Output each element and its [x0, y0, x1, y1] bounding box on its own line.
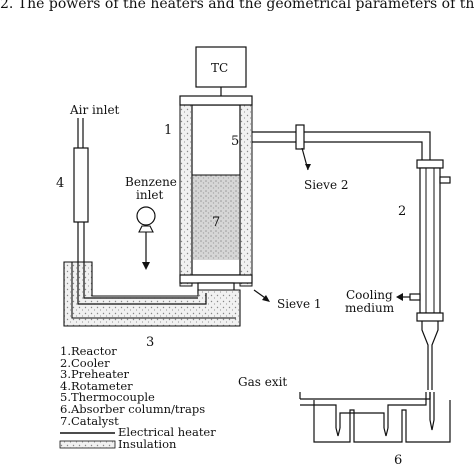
- number-3: 3: [146, 335, 155, 350]
- legend-item: 1.Reactor: [60, 344, 117, 358]
- caption-fragment: 2. The powers of the heaters and the geo…: [0, 0, 474, 12]
- sieve-2-flange: [295, 124, 305, 150]
- sieve-2-label: Sieve 2: [304, 178, 349, 192]
- air-inlet-label: Air inlet: [70, 103, 120, 117]
- legend-electrical-heater-label: Electrical heater: [118, 425, 216, 439]
- legend-item: 6.Absorber column/traps: [60, 401, 206, 416]
- number-6: 6: [394, 453, 403, 468]
- legend-insulation-label: Insulation: [118, 437, 177, 451]
- legend-item: 4.Rotameter: [60, 378, 133, 393]
- legend-item: 7.Catalyst: [60, 413, 119, 428]
- gas-exit-label: Gas exit: [238, 375, 288, 389]
- reactor-top-flange: [179, 95, 253, 106]
- benzene-pump: [136, 206, 156, 270]
- number-7: 7: [212, 215, 221, 230]
- cooler: [396, 159, 451, 390]
- cooling-medium-label-1: Cooling: [346, 288, 393, 302]
- outlet-pipe: [252, 131, 431, 162]
- reactor-bottom-flange: [179, 274, 253, 284]
- rotameter: [73, 118, 89, 262]
- sieve-1-label: Sieve 1: [277, 297, 322, 311]
- number-1: 1: [164, 123, 173, 138]
- legend: 1.Reactor 2.Cooler 3.Preheater 4.Rotamet…: [60, 344, 206, 428]
- tc-label: TC: [211, 61, 229, 75]
- absorber-traps: [300, 392, 451, 443]
- number-2: 2: [398, 204, 407, 219]
- legend-item: 2.Cooler: [60, 355, 110, 370]
- legend-item: 3.Preheater: [60, 367, 130, 382]
- number-4: 4: [56, 176, 65, 191]
- legend-item: 5.Thermocouple: [60, 390, 155, 405]
- tc-box: [195, 46, 247, 88]
- preheater: [63, 261, 241, 327]
- benzene-inlet-label-2: inlet: [136, 188, 164, 202]
- legend-insulation-swatch: [59, 440, 116, 449]
- catalyst-bed: [193, 175, 239, 260]
- number-5: 5: [231, 134, 240, 149]
- cooling-medium-label-2: medium: [345, 301, 395, 315]
- benzene-inlet-label-1: Benzene: [125, 175, 177, 189]
